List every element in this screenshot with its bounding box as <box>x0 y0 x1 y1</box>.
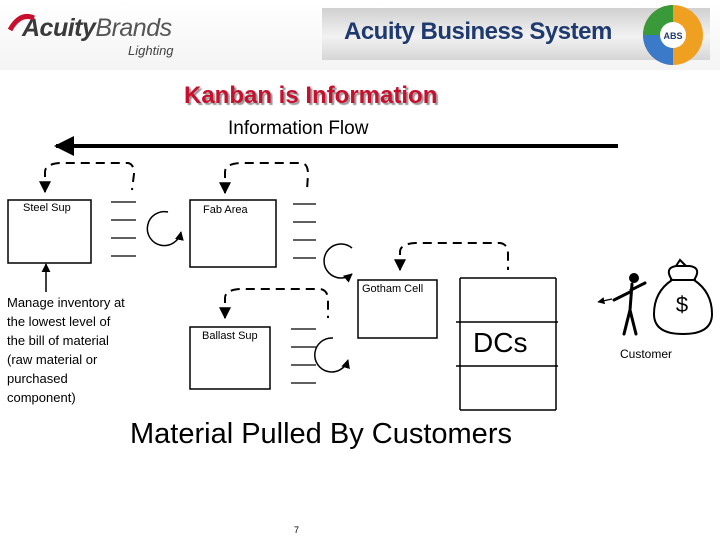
ballast-sup-label: Ballast Sup <box>202 330 258 342</box>
money-symbol: $ <box>676 292 688 317</box>
logo-brand-light-text: Brands <box>95 14 172 42</box>
dcs-label: DCs <box>473 327 528 358</box>
logo-swoosh-icon <box>7 14 35 32</box>
gotham-cell-box <box>357 279 438 339</box>
logo-brand-text: Acuity <box>22 14 96 42</box>
acuity-brands-logo: AcuityBrands <box>22 14 172 43</box>
steel-sup-label: Steel Sup <box>23 202 71 214</box>
ballast-sup-box <box>189 326 271 390</box>
logo-subtitle: Lighting <box>128 43 174 58</box>
fab-area-label: Fab Area <box>203 204 248 216</box>
ballast-sup-kanban-slots <box>291 328 316 384</box>
money-bag-icon <box>652 258 714 336</box>
steel-sup-box <box>7 199 92 264</box>
header-bar: AcuityBrands Lighting Acuity Business Sy… <box>0 0 720 70</box>
information-flow-label: Information Flow <box>228 118 369 139</box>
steel-sup-signal-arc <box>39 162 136 194</box>
gotham-cell-label: Gotham Cell <box>362 283 424 295</box>
material-pulled-title: Material Pulled By Customers <box>130 418 512 450</box>
ballast-sup-loop-arrow <box>314 337 350 373</box>
gotham-cell-signal-arc <box>394 242 509 272</box>
steel-sup-kanban-slots <box>111 201 136 257</box>
slide-title: Kanban is Information <box>184 82 438 109</box>
fab-area-box <box>189 199 277 268</box>
ballast-sup-signal-arc <box>219 288 329 320</box>
banner-title: Acuity Business System <box>344 18 612 45</box>
customer-label: Customer <box>620 347 673 361</box>
customer-stick-figure-icon <box>612 273 647 336</box>
dcs-shelves <box>456 277 558 411</box>
fab-area-kanban-slots <box>293 203 316 259</box>
fab-area-loop-arrow <box>323 243 353 283</box>
abs-badge-icon: ABS <box>643 5 703 65</box>
steel-sup-loop-arrow <box>146 210 184 247</box>
manage-inventory-note: Manage inventory at the lowest level of … <box>7 295 125 405</box>
fab-area-signal-arc <box>219 162 310 195</box>
page-number: 7 <box>294 525 300 535</box>
badge-center-text: ABS <box>663 31 682 41</box>
customer-pull-arrow <box>597 297 613 305</box>
